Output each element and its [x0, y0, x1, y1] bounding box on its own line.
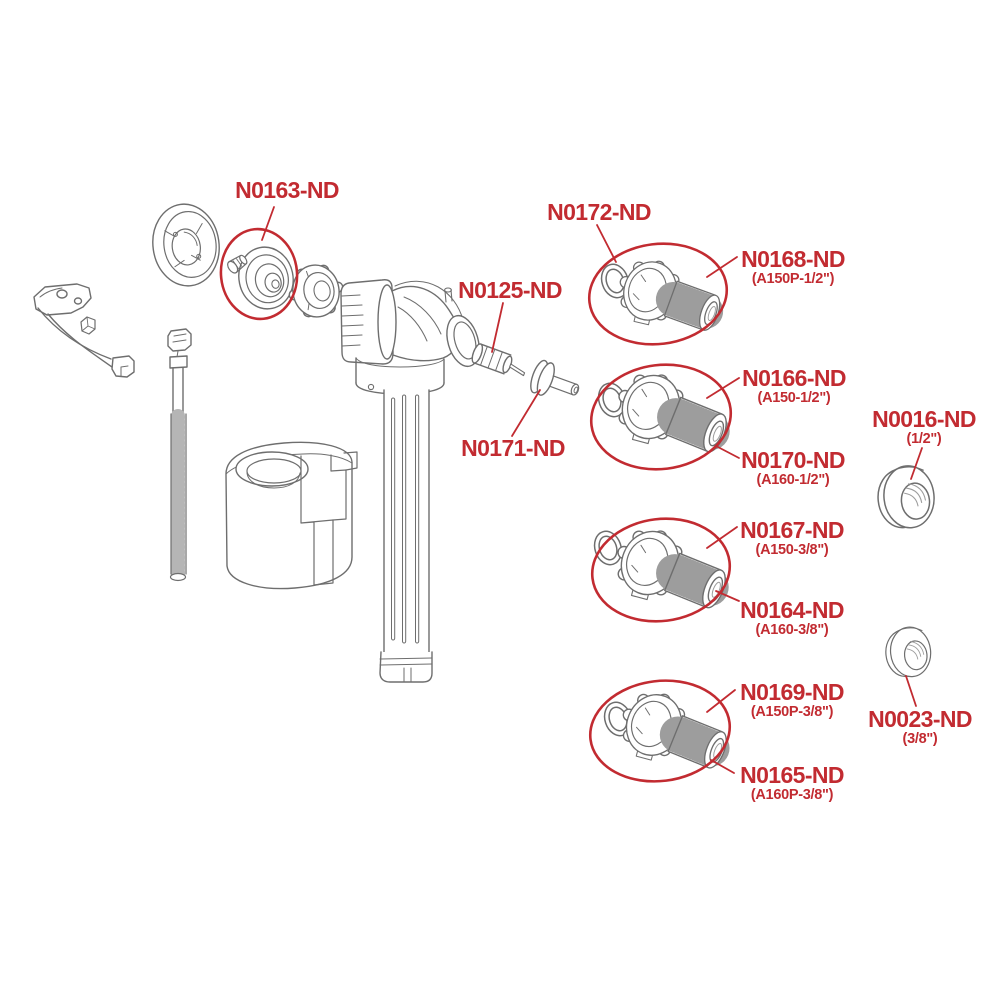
- callout-ellipse-n0169-n0165: [588, 679, 732, 783]
- callout-ellipse-n0167-n0164: [590, 517, 732, 623]
- flush-lever-arm: [33, 283, 135, 378]
- part-code: N0171-ND: [461, 435, 565, 461]
- fitting-n0168: [609, 251, 728, 348]
- piston-stem: [530, 359, 580, 396]
- fill-valve-body: [340, 279, 480, 683]
- callout-ellipse-n0168: [587, 242, 729, 346]
- fitting-n0166-n0170: [606, 363, 736, 471]
- part-code: N0167-ND: [740, 517, 844, 543]
- callout-label-n0023: N0023-ND (3/8"): [863, 708, 977, 748]
- part-code: N0125-ND: [458, 277, 562, 303]
- callout-label-n0125: N0125-ND: [455, 279, 565, 302]
- ring-nut-n0016: [874, 462, 938, 532]
- part-code: N0170-ND: [741, 447, 845, 473]
- callout-label-n0164: N0164-ND (A160-3/8"): [735, 599, 849, 639]
- part-variant: (A150P-3/8"): [750, 704, 834, 720]
- part-variant: (A160-3/8"): [755, 622, 829, 638]
- part-code: N0163-ND: [235, 177, 339, 203]
- callout-label-n0172: N0172-ND: [544, 201, 654, 224]
- callout-label-n0163: N0163-ND: [232, 179, 342, 202]
- part-variant: (A150-3/8"): [755, 542, 829, 558]
- leader-n0172: [596, 224, 617, 263]
- leader-n0166: [706, 377, 740, 399]
- callout-label-n0169: N0169-ND (A150P-3/8"): [733, 681, 851, 721]
- callout-label-n0165: N0165-ND (A160P-3/8"): [733, 764, 851, 804]
- leader-n0171: [511, 389, 541, 437]
- callout-ellipse-n0166-n0170: [589, 363, 733, 471]
- leader-n0165: [710, 759, 735, 774]
- leader-n0023: [905, 675, 917, 707]
- leader-n0167: [706, 526, 738, 549]
- callout-ellipse-n0163: [219, 227, 299, 321]
- leader-n0170: [715, 445, 740, 459]
- callout-label-n0167: N0167-ND (A150-3/8"): [735, 519, 849, 559]
- ring-nut-n0023: [882, 624, 934, 680]
- float-rod: [167, 328, 192, 582]
- callout-label-n0168: N0168-ND (A150P-1/2"): [736, 248, 850, 288]
- part-code: N0016-ND: [872, 406, 976, 432]
- leader-n0016: [910, 447, 923, 480]
- part-variant: (3/8"): [902, 731, 938, 747]
- valve-cap: [152, 203, 220, 287]
- part-variant: (A150-1/2"): [757, 390, 831, 406]
- leader-n0125: [491, 302, 504, 353]
- screw-icon: [227, 254, 248, 274]
- leader-n0169: [706, 689, 736, 713]
- callout-label-n0170: N0170-ND (A160-1/2"): [736, 449, 850, 489]
- diaphragm-assembly: [227, 246, 294, 310]
- part-variant: (1/2"): [906, 431, 942, 447]
- part-code: N0172-ND: [547, 199, 651, 225]
- part-code: N0023-ND: [868, 706, 972, 732]
- callout-label-n0171: N0171-ND: [458, 437, 568, 460]
- plunger-insert: [471, 343, 526, 377]
- coupling-nut: [288, 264, 344, 318]
- part-code: N0168-ND: [741, 246, 845, 272]
- float-cup: [225, 441, 358, 590]
- leader-n0168: [706, 256, 738, 278]
- callout-label-n0016: N0016-ND (1/2"): [870, 408, 978, 448]
- part-variant: (A160-1/2"): [756, 472, 830, 488]
- part-code: N0164-ND: [740, 597, 844, 623]
- leader-n0164: [715, 590, 740, 602]
- part-code: N0165-ND: [740, 762, 844, 788]
- leader-n0163: [261, 206, 275, 241]
- part-variant: (A150P-1/2"): [751, 271, 835, 287]
- part-variant: (A160P-3/8"): [750, 787, 834, 803]
- callout-label-n0166: N0166-ND (A150-1/2"): [738, 367, 850, 407]
- part-code: N0169-ND: [740, 679, 844, 705]
- part-code: N0166-ND: [742, 365, 846, 391]
